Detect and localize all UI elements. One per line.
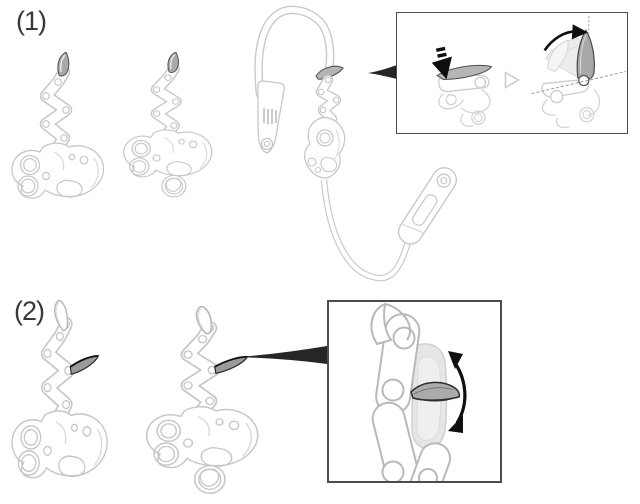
rotate-clockwise-arrow-icon (543, 24, 588, 52)
figure-device-deployed (11, 300, 108, 479)
inset1-before-view (431, 46, 493, 127)
dashed-guide-lines (531, 16, 627, 95)
inset1-drawing (431, 16, 627, 129)
callout-wedge-1 (368, 65, 397, 79)
blade-hooked-over-rope (315, 65, 344, 80)
figure-device-lanyard-assembly (254, 5, 458, 282)
inset2-zoomed-linkage (370, 302, 461, 481)
ghost-blade (547, 39, 569, 73)
blade-zoomed (410, 381, 461, 401)
detail-inset-1 (396, 12, 628, 134)
figure-device-deployed-ring (145, 306, 259, 495)
lanyard-connector-end (397, 167, 458, 245)
lanyard-loop (254, 5, 335, 99)
inset2-drawing (370, 302, 467, 481)
press-down-arrow-icon (431, 46, 452, 80)
lanyard-rope-sleeve (257, 80, 285, 154)
transition-triangle-icon (504, 71, 521, 89)
inset1-after-view (531, 16, 627, 129)
callout-wedge-2 (237, 346, 327, 364)
blade-upright (576, 29, 595, 81)
pivot-point (578, 74, 590, 87)
figure-device-stowed-ring (123, 52, 213, 198)
blade-flat (436, 64, 493, 81)
swing-double-arrow-icon (448, 351, 467, 433)
sleeve-stripes (263, 108, 277, 124)
lanyard-cord (320, 179, 414, 282)
step1-label: (1) (16, 6, 47, 36)
device-on-rope (303, 65, 346, 179)
step2-label: (2) (14, 296, 45, 326)
figure-device-stowed (11, 52, 105, 199)
detail-inset-2 (327, 300, 502, 483)
